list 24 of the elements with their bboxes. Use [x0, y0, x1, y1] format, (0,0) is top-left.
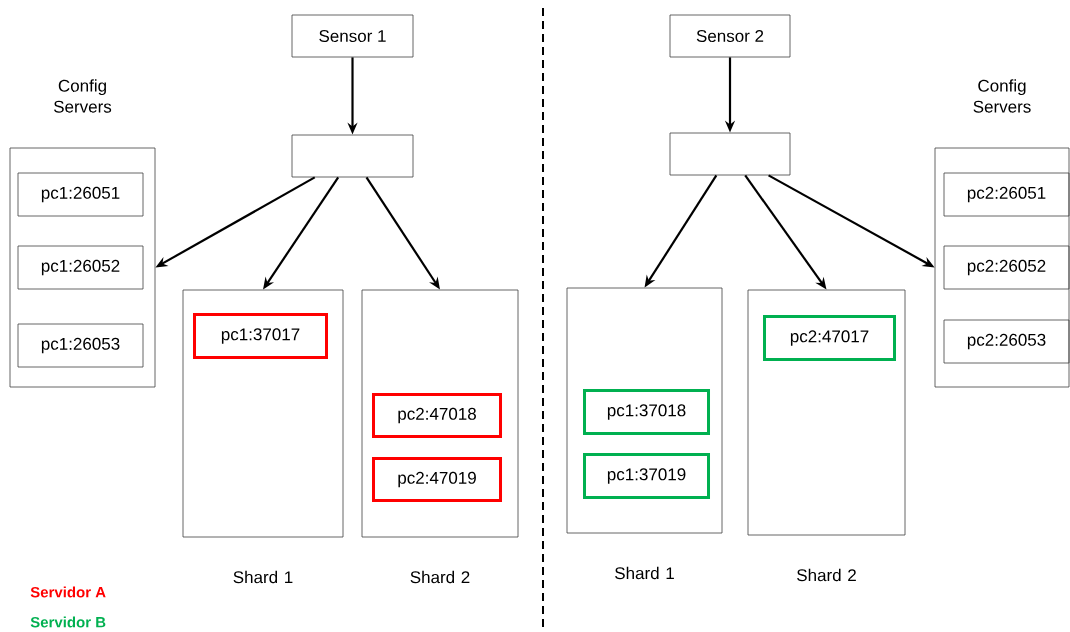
server-box: pc1:26053 — [17, 323, 144, 368]
server-box: pc2:47018 — [372, 393, 502, 438]
node-label: Shard 2 — [797, 568, 856, 582]
sensor-box: Sensor 1 — [291, 14, 414, 58]
sensor-box: Sensor 2 — [669, 14, 791, 58]
server-box: pc2:47019 — [372, 457, 502, 502]
server-box: pc1:26052 — [17, 245, 144, 290]
node-label: Shard 1 — [233, 570, 293, 584]
server-box: pc2:47017 — [763, 315, 896, 361]
server-box: pc2:26051 — [943, 172, 1070, 217]
node-label: Shard 2 — [410, 570, 470, 584]
node-label: Config Servers — [973, 79, 1031, 113]
server-box: pc2:26052 — [943, 245, 1070, 290]
node-label: Shard 1 — [615, 566, 674, 580]
legend-entry: Servidor A — [30, 586, 106, 598]
legend-entry: Servidor B — [30, 616, 106, 628]
process-box — [291, 134, 414, 178]
node-label: Config Servers — [53, 79, 112, 113]
process-box — [669, 132, 791, 176]
server-box: pc2:26053 — [943, 319, 1070, 364]
server-box: pc1:26051 — [17, 172, 144, 217]
server-box: pc1:37018 — [583, 389, 710, 435]
server-box: pc1:37019 — [583, 453, 710, 499]
server-box: pc1:37017 — [193, 313, 328, 359]
